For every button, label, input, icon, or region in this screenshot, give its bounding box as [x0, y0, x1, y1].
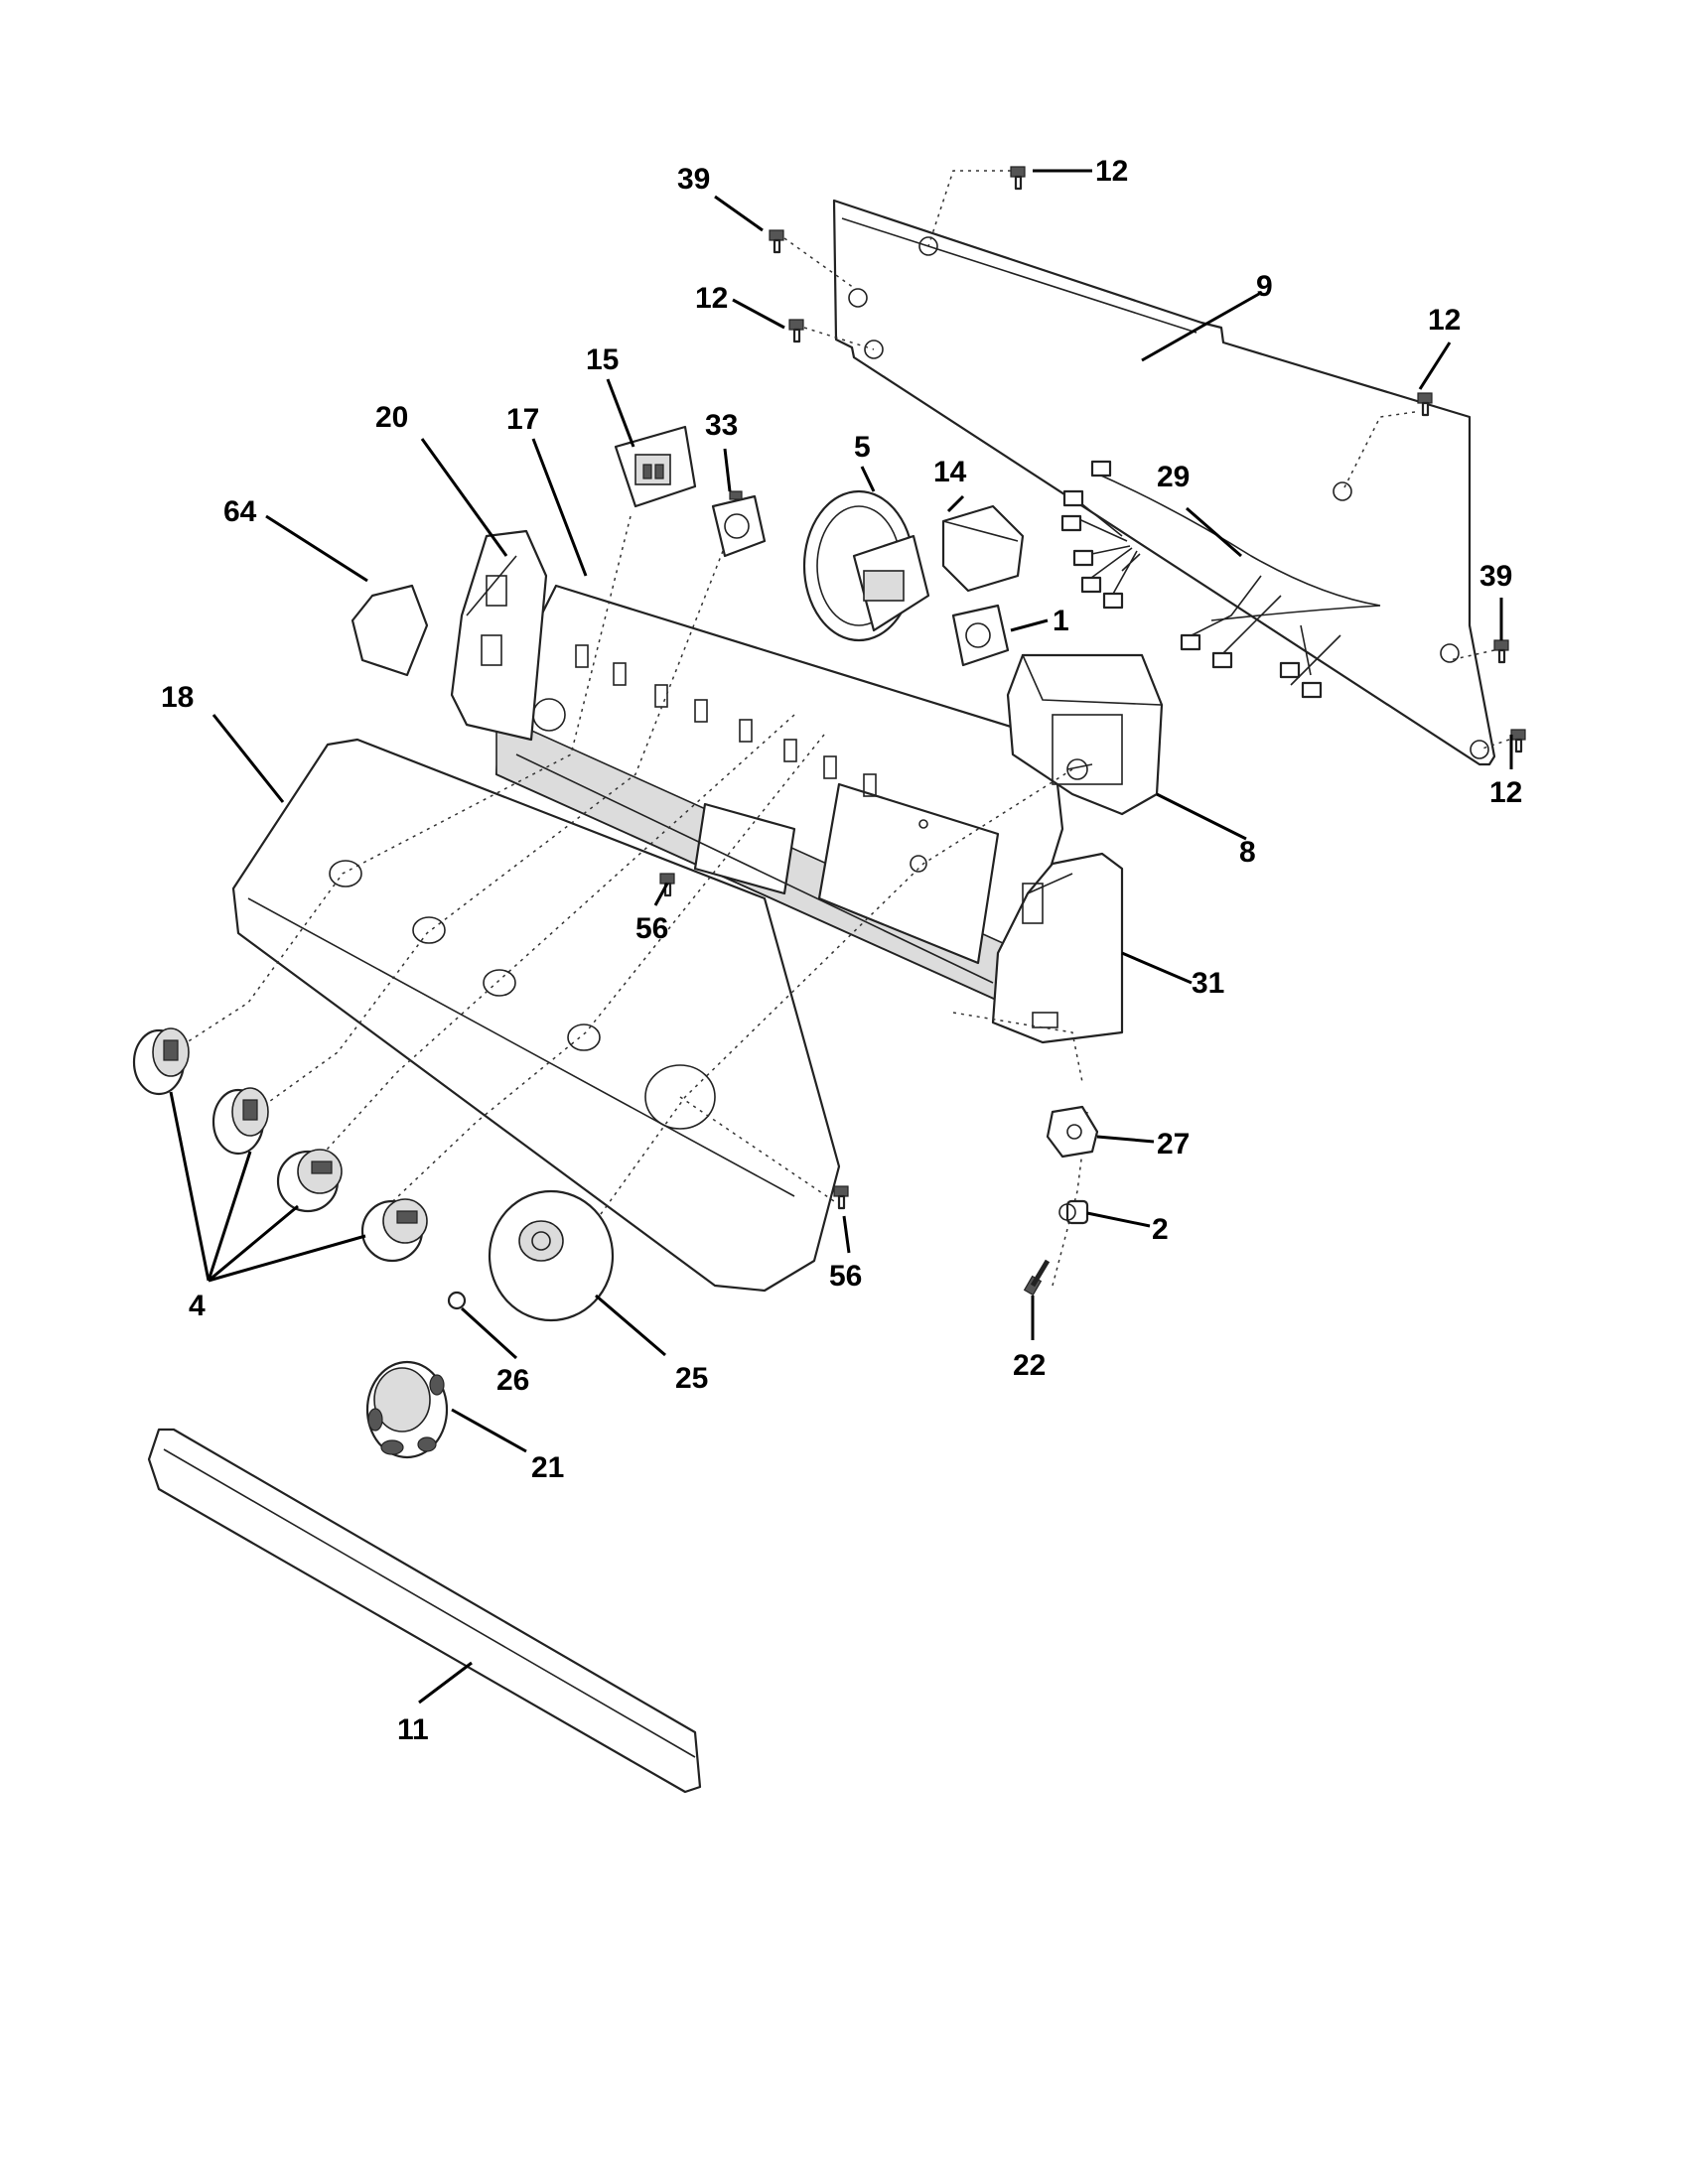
callout-20: 20: [375, 401, 408, 434]
callout-33: 33: [705, 409, 738, 442]
callout-14: 14: [933, 456, 967, 488]
cover-plate: [351, 584, 429, 677]
rear-panel: [832, 199, 1496, 766]
spacer-icon: [1058, 1199, 1089, 1225]
callout-labels: 39 12 12 9 12 15 33 5 14 29 20 17 64 39 …: [161, 155, 1522, 1746]
knob-icon: [132, 1027, 190, 1096]
callout-12: 12: [695, 282, 728, 315]
trim-strip: [147, 1428, 702, 1794]
knob-icon: [211, 1087, 269, 1156]
screw-icon: [1010, 166, 1026, 191]
callout-5: 5: [854, 431, 871, 464]
pressure-switch: [802, 489, 930, 642]
callout-39: 39: [1479, 560, 1512, 593]
callout-1: 1: [1053, 605, 1069, 637]
callout-9: 9: [1256, 270, 1273, 303]
callout-25: 25: [675, 1362, 708, 1395]
washer-icon: [447, 1291, 467, 1310]
callout-11: 11: [397, 1713, 429, 1746]
screw-icon: [788, 319, 804, 343]
mounting-bracket: [1046, 1105, 1099, 1159]
screws-rear-panel: [769, 166, 1526, 753]
callout-31: 31: [1192, 967, 1224, 1000]
wiring-harness: [1060, 460, 1381, 699]
callout-18: 18: [161, 681, 194, 714]
timer-assembly: [1006, 653, 1164, 816]
noise-filter: [941, 504, 1025, 593]
rotary-switch: [711, 490, 767, 558]
callout-15: 15: [586, 343, 619, 376]
knob-icon: [360, 1198, 428, 1263]
callout-4: 4: [189, 1290, 206, 1322]
screw-icon: [1417, 392, 1433, 417]
callout-12: 12: [1428, 304, 1461, 337]
callout-12: 12: [1095, 155, 1128, 188]
selector-switch: [951, 604, 1010, 667]
callout-39: 39: [677, 163, 710, 196]
callout-2: 2: [1152, 1213, 1169, 1246]
callout-8: 8: [1239, 836, 1256, 869]
long-screw-icon: [1023, 1259, 1051, 1297]
callout-21: 21: [531, 1451, 564, 1484]
screw-icon: [1493, 639, 1509, 664]
callout-26: 26: [496, 1364, 529, 1397]
control-console: [494, 584, 1064, 1005]
callout-12: 12: [1489, 776, 1522, 809]
callout-64: 64: [223, 495, 257, 528]
callout-56: 56: [635, 912, 668, 945]
callout-27: 27: [1157, 1128, 1190, 1160]
right-end-cap: [991, 852, 1124, 1044]
callout-17: 17: [506, 403, 539, 436]
dial-skirt: [488, 1189, 615, 1322]
knobs: [132, 1027, 428, 1263]
front-control-panel: [231, 738, 841, 1293]
left-end-cap: [450, 529, 548, 742]
callout-56: 56: [829, 1260, 862, 1293]
callout-29: 29: [1157, 461, 1190, 493]
screw-icon: [833, 1185, 849, 1210]
screw-icon: [1510, 729, 1526, 753]
callout-22: 22: [1013, 1349, 1046, 1382]
leader-lines: [169, 169, 1513, 1705]
knob-icon: [276, 1149, 343, 1213]
switch-component: [614, 425, 697, 508]
timer-knob: [365, 1360, 449, 1459]
screw-icon: [769, 229, 784, 254]
